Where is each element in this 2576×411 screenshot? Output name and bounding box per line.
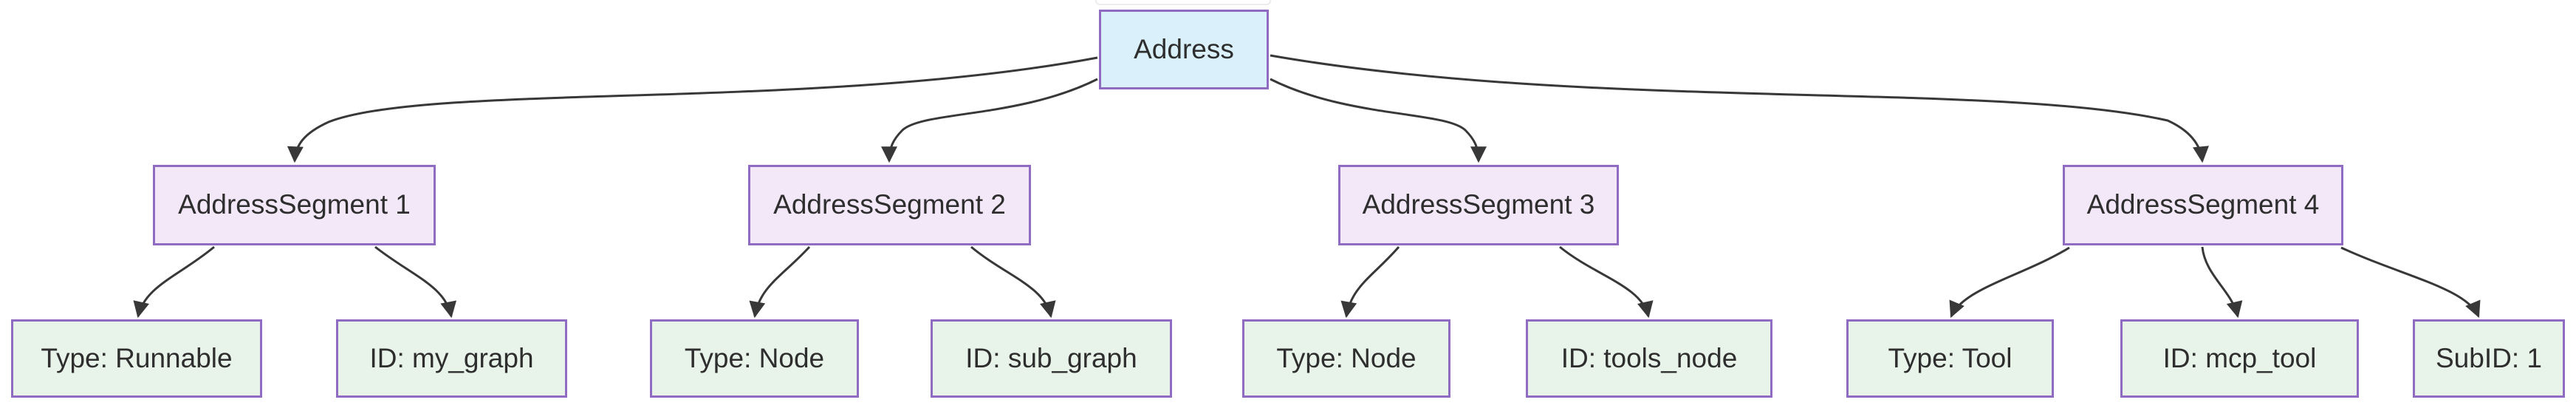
edge-segment1-to-type	[133, 245, 215, 319]
leaf-segment1-type: Type: Runnable	[11, 319, 262, 398]
leaf-segment3-id: ID: tools_node	[1526, 319, 1772, 398]
edge-segment4-to-type	[1949, 246, 2070, 319]
node-address: Address	[1099, 10, 1269, 89]
node-addresssegment-4: AddressSegment 4	[2063, 165, 2343, 245]
edge-address-to-segment-2	[881, 78, 1098, 163]
edge-segment3-to-type	[1340, 246, 1400, 319]
leaf-segment2-type: Type: Node	[650, 319, 859, 398]
edge-segment1-to-id	[374, 245, 456, 319]
clipped-box-artifact	[1095, 0, 1271, 5]
leaf-segment3-type: Type: Node	[1242, 319, 1450, 398]
edge-segment2-to-type	[749, 245, 811, 319]
edge-address-to-segment-1	[287, 56, 1098, 163]
edge-address-to-segment-3	[1270, 78, 1487, 163]
edge-segment2-to-id	[970, 245, 1056, 319]
edge-segment4-to-id	[2201, 246, 2243, 319]
leaf-segment1-id: ID: my_graph	[336, 319, 567, 398]
leaf-segment4-id: ID: mcp_tool	[2120, 319, 2359, 398]
node-addresssegment-2: AddressSegment 2	[748, 165, 1031, 245]
edge-address-to-segment-4	[1270, 54, 2209, 163]
edge-segment4-to-subid	[2340, 246, 2481, 319]
leaf-segment2-id: ID: sub_graph	[931, 319, 1172, 398]
edge-segment3-to-id	[1559, 245, 1654, 319]
node-addresssegment-1: AddressSegment 1	[153, 165, 436, 245]
node-addresssegment-3: AddressSegment 3	[1338, 165, 1619, 245]
leaf-segment4-subid: SubID: 1	[2413, 319, 2565, 398]
leaf-segment4-type: Type: Tool	[1846, 319, 2054, 398]
